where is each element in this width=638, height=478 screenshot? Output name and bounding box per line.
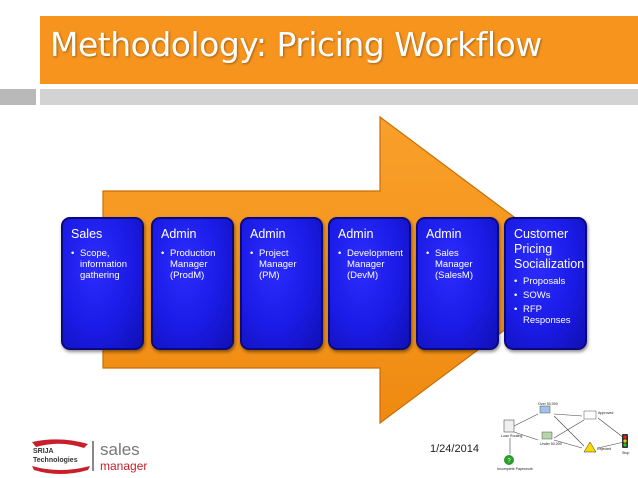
svg-text:?: ? — [507, 459, 511, 465]
step-box-admin-devm: Admin •Development Manager (DevM) — [328, 217, 411, 350]
logo-product-line2: manager — [100, 459, 147, 473]
step-bullet: •RFP Responses — [514, 304, 571, 326]
step-title: Admin — [426, 227, 462, 241]
flow-label-stop: Stop — [622, 451, 629, 455]
title-bar — [40, 16, 638, 84]
logo-company-line2: Technologies — [33, 457, 78, 464]
flow-label-incomplete: Incomplete Paperwork — [497, 467, 533, 471]
flow-label-under: Under 50,000 — [540, 442, 562, 446]
step-title: Customer Pricing Socialization — [514, 227, 585, 271]
step-bullet: •Sales Manager (SalesM) — [426, 248, 474, 281]
slide-date: 1/24/2014 — [430, 443, 479, 455]
flow-label-rejected: Rejected — [597, 447, 611, 451]
step-title: Admin — [338, 227, 374, 241]
divider-left — [0, 89, 36, 105]
loan-workflow-thumbnail: ? Over 50,000 Approved Loan Routing Unde… — [497, 402, 629, 471]
step-bullet: •Project Manager (PM) — [250, 248, 297, 281]
step-bullet: •Production Manager (ProdM) — [161, 248, 216, 281]
step-bullet: •SOWs — [514, 290, 551, 301]
step-title: Sales — [71, 227, 103, 241]
step-box-admin-prodm: Admin •Production Manager (ProdM) — [151, 217, 234, 350]
step-bullet: •Proposals — [514, 276, 566, 287]
slide-title: Methodology: Pricing Workflow — [50, 25, 542, 64]
company-logo: SRIJA Technologies sales manager — [32, 439, 147, 474]
step-box-sales: Sales •Scope, information gathering — [61, 217, 144, 350]
logo-company-line1: SRIJA — [33, 448, 54, 455]
step-box-admin-salesm: Admin •Sales Manager (SalesM) — [416, 217, 499, 350]
flow-label-routing: Loan Routing — [501, 434, 522, 438]
step-box-customer: Customer Pricing Socialization •Proposal… — [504, 217, 587, 350]
logo-product-line1: sales — [100, 440, 140, 459]
divider-right — [40, 89, 638, 105]
step-title: Admin — [161, 227, 197, 241]
flow-label-over: Over 50,000 — [538, 402, 558, 406]
step-box-admin-pm: Admin •Project Manager (PM) — [240, 217, 323, 350]
step-bullet: •Scope, information gathering — [71, 248, 127, 281]
step-title: Admin — [250, 227, 286, 241]
step-bullet: •Development Manager (DevM) — [338, 248, 403, 281]
flow-label-approved: Approved — [598, 411, 613, 415]
